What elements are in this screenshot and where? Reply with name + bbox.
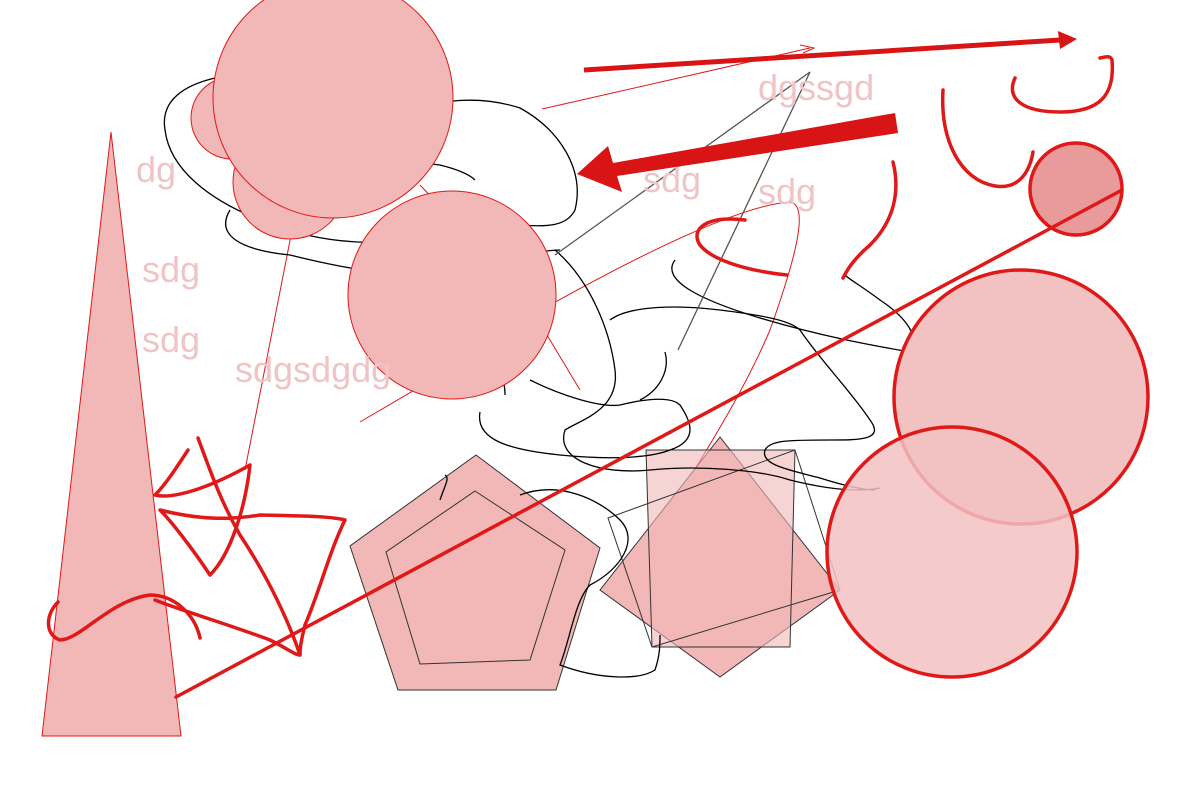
thin-red-loop [549,201,800,511]
thin-red-line-left [244,214,296,471]
black-scribble-hook-2 [639,351,667,401]
circle-cluster [190,0,557,400]
label-sdg-left-2: sdg [142,319,200,360]
thin-red-arrow-head [799,44,816,54]
right-circles [825,141,1150,679]
red-scribble-left-3 [46,593,202,642]
red-arrow-thick [577,113,898,192]
label-sdg-left-1: sdg [142,249,200,290]
black-scribble-low [478,379,691,459]
circle-large-top [212,0,454,219]
black-scribble-small [439,474,448,501]
text-labels: dgssgd sdg sdg dg sdg sdg sdgsdgdg [136,67,874,390]
red-hook-top-right [1010,55,1115,114]
circle-right-small [1028,141,1124,237]
pentagon-inner-left [385,490,566,665]
red-arrows [577,31,1077,192]
red-curve-right [940,88,1035,189]
tall-triangle [41,131,182,737]
red-squiggle-mid [841,160,898,280]
red-scribble-left [153,436,347,657]
label-dg: dg [136,149,176,190]
black-scribble-mid [554,249,881,491]
label-sdgsdgdg: sdgsdgdg [235,349,391,390]
red-arrow-thin-head [1058,31,1077,49]
black-scribble-loop [609,306,876,491]
circle-right-lower [825,425,1079,679]
label-dgssgd: dgssgd [758,67,874,108]
red-freehand-strokes [46,55,1124,699]
black-scribble-bottom [519,489,661,678]
star-shape-right-square [645,449,796,648]
long-red-diagonal [174,188,1124,699]
red-arrow-thin-shaft [583,37,1061,73]
star-shape-left [349,454,601,691]
red-scribble-left-2 [153,598,302,657]
gray-line [554,71,811,351]
label-sdg-right: sdg [758,171,816,212]
black-scribble-right [671,259,915,353]
red-loop-mid [695,217,789,277]
circle-center [347,190,557,400]
